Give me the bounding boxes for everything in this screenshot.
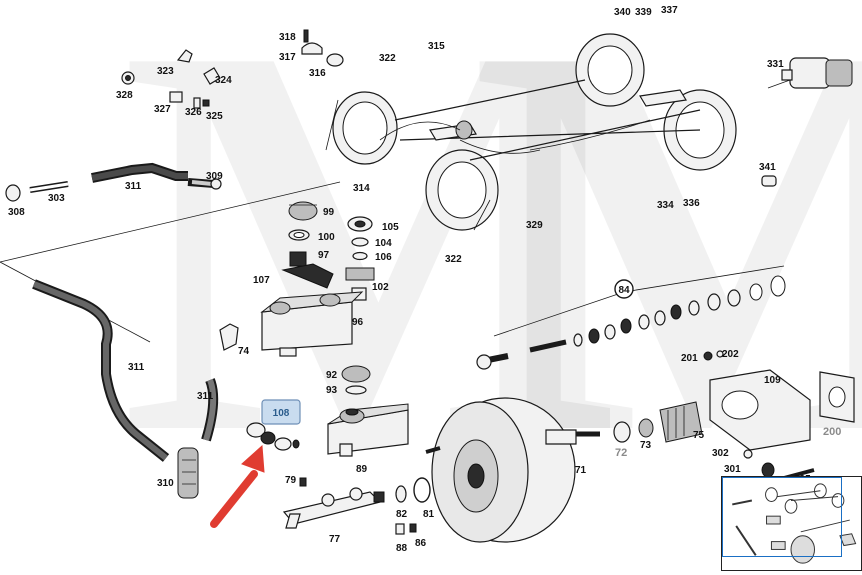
label-327: 327 [154,104,171,115]
overview-thumbnail[interactable] [721,476,862,571]
overview-thumbnail-drawing [732,483,857,564]
label-74: 74 [238,346,250,357]
label-107: 107 [253,275,270,286]
label-109: 109 [764,375,781,386]
label-323: 323 [157,66,174,77]
label-106: 106 [375,252,392,263]
label-86: 86 [415,538,427,549]
label-201: 201 [681,353,698,364]
brake-booster-71 [425,397,600,543]
label-315: 315 [428,41,445,52]
label-84: 84 [618,285,630,296]
label-324: 324 [215,75,232,86]
label-92: 92 [326,370,338,381]
label-316: 316 [309,68,326,79]
label-71: 71 [575,465,587,476]
label-340: 340 [614,7,631,18]
master-cylinder-77 [282,477,431,535]
label-318: 318 [279,32,296,43]
label-104: 104 [375,238,392,249]
label-73: 73 [640,440,652,451]
label-322-top: 322 [379,53,396,64]
label-89: 89 [356,464,368,475]
pushrod-84 [476,265,786,370]
highlight-label: 108 [273,408,290,419]
label-331: 331 [767,59,784,70]
label-72: 72 [615,447,627,459]
label-303: 303 [48,193,65,204]
label-309: 309 [206,171,223,182]
label-310: 310 [157,478,174,489]
pointer-arrow [210,444,265,528]
label-329: 329 [526,220,543,231]
label-82: 82 [396,509,408,520]
label-100: 100 [318,232,335,243]
part-group-top-left [121,29,344,109]
label-102: 102 [372,282,389,293]
label-339: 339 [635,7,652,18]
label-314: 314 [353,183,370,194]
reservoir-89 [327,365,409,457]
part-stack-center [281,201,375,301]
actuator-331 [761,57,853,187]
label-328: 328 [116,90,133,101]
label-93: 93 [326,385,338,396]
axle-assembly [325,33,737,231]
reservoir-96 [260,291,364,357]
label-311-lower: 311 [197,391,214,402]
label-81: 81 [423,509,435,520]
label-311-middle: 311 [128,362,145,373]
label-334: 334 [657,200,674,211]
label-77: 77 [329,534,341,545]
label-75: 75 [693,430,705,441]
label-341: 341 [759,162,776,173]
seal-108 [246,422,300,451]
label-302: 302 [712,448,729,459]
label-317: 317 [279,52,296,63]
callout-circle-84 [614,279,634,299]
label-311-top: 311 [125,181,142,192]
label-337: 337 [661,5,678,16]
label-202: 202 [722,349,739,360]
label-105: 105 [382,222,399,233]
highlight-box[interactable] [261,399,301,425]
label-200: 200 [823,426,841,438]
label-326: 326 [185,107,202,118]
label-301: 301 [724,464,741,475]
label-88: 88 [396,543,408,554]
label-336: 336 [683,198,700,209]
label-99: 99 [323,207,335,218]
part-labels: 318 317 316 315 322 340 339 337 331 323 … [8,5,841,554]
bracket-group-right [613,350,855,478]
pipe-group-left [5,162,222,202]
label-325: 325 [206,111,223,122]
label-308: 308 [8,207,25,218]
label-97: 97 [318,250,330,261]
label-96: 96 [352,317,364,328]
label-79: 79 [285,475,297,486]
label-322-bottom: 322 [445,254,462,265]
pipe-311-lower [32,279,239,499]
